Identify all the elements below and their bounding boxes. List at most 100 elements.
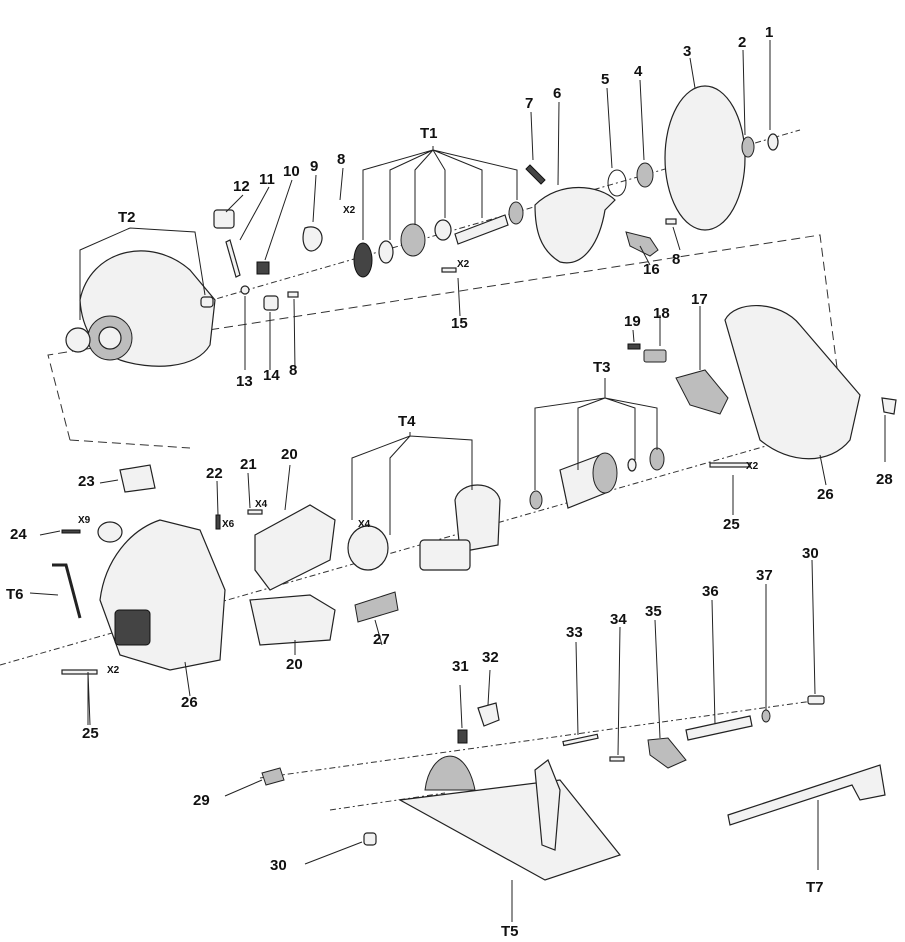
qty-part-24: X9 xyxy=(78,515,91,526)
part-10-shape xyxy=(256,261,270,275)
qty-part-8: X2 xyxy=(343,205,356,216)
label-part-33: 33 xyxy=(566,624,583,641)
label-part-18: 18 xyxy=(653,305,670,322)
part-25b-shape xyxy=(709,462,751,468)
motor-cover-20-upper xyxy=(254,504,336,591)
label-t2: T2 xyxy=(118,209,136,226)
label-part-37: 37 xyxy=(756,567,773,584)
part-23-shape xyxy=(119,464,156,493)
motor-cover-20-lower xyxy=(249,594,336,646)
label-part-16: 16 xyxy=(643,261,660,278)
label-part-32: 32 xyxy=(482,649,499,666)
label-part-13: 13 xyxy=(236,373,253,390)
label-t3: T3 xyxy=(593,359,611,376)
label-part-19: 19 xyxy=(624,313,641,330)
part-8b-shape xyxy=(665,218,677,225)
qty-part-25-right: X2 xyxy=(746,461,759,472)
label-part-25-right: 25 xyxy=(723,516,740,533)
bevel-bracket xyxy=(424,755,476,791)
part-13-shape xyxy=(240,285,250,295)
part-1-shape xyxy=(767,133,779,151)
label-part-1: 1 xyxy=(765,24,774,41)
label-part-20-top: 20 xyxy=(281,446,298,463)
label-t5: T5 xyxy=(501,923,519,940)
part-12b-shape xyxy=(200,296,214,308)
part-16-shape xyxy=(625,231,659,257)
hex-key-t6 xyxy=(52,563,82,619)
label-part-7: 7 xyxy=(525,95,534,112)
label-part-35: 35 xyxy=(645,603,662,620)
label-part-8-guard: 8 xyxy=(672,251,681,268)
part-18-shape xyxy=(643,349,667,363)
part-24-shape xyxy=(61,529,81,534)
part-31-shape xyxy=(457,729,468,744)
lower-axis xyxy=(259,699,821,779)
part-29-shape xyxy=(261,767,285,786)
leader-lines xyxy=(29,40,886,922)
label-part-30-right: 30 xyxy=(802,545,819,562)
part-30a-shape xyxy=(807,695,825,705)
label-part-30-left: 30 xyxy=(270,857,287,874)
housing-right-26 xyxy=(724,305,861,460)
depth-scale xyxy=(534,759,561,851)
label-t1: T1 xyxy=(420,125,438,142)
part-4-shape xyxy=(636,162,654,188)
label-part-10: 10 xyxy=(283,163,300,180)
label-part-20-bottom: 20 xyxy=(286,656,303,673)
label-part-9: 9 xyxy=(310,158,319,175)
qty-t4-screws: X4 xyxy=(358,519,371,530)
label-part-36: 36 xyxy=(702,583,719,600)
vent-grille xyxy=(114,609,151,646)
part-30b-shape xyxy=(363,832,377,846)
assembly-boundary xyxy=(47,234,846,449)
part-9-shape xyxy=(302,226,323,252)
label-part-6: 6 xyxy=(553,85,562,102)
part-12-shape xyxy=(213,209,235,229)
label-t4: T4 xyxy=(398,413,416,430)
part-35-shape xyxy=(647,737,687,769)
part-37-shape xyxy=(761,709,771,723)
part-7-shape xyxy=(525,164,546,185)
label-part-11: 11 xyxy=(259,171,275,188)
housing-left-26 xyxy=(99,519,226,671)
part-36-shape xyxy=(685,715,753,741)
part-28-shape xyxy=(881,397,897,415)
label-part-8-lower: 8 xyxy=(289,362,298,379)
part-33-shape xyxy=(562,733,599,747)
label-part-3: 3 xyxy=(683,43,692,60)
label-part-23: 23 xyxy=(78,473,95,490)
base-plate-t5 xyxy=(398,779,622,881)
part-11-shape xyxy=(225,239,241,278)
label-part-2: 2 xyxy=(738,34,747,51)
label-part-21: 21 xyxy=(240,456,257,473)
label-part-15: 15 xyxy=(451,315,468,332)
qty-part-21: X4 xyxy=(255,499,268,510)
part-27-shape xyxy=(354,591,399,623)
part-32-shape xyxy=(477,702,500,727)
part-6-shape xyxy=(534,186,616,264)
label-part-24: 24 xyxy=(10,526,27,543)
qty-part-25-left: X2 xyxy=(107,665,120,676)
stator-t4 xyxy=(347,484,501,571)
label-t7: T7 xyxy=(806,879,824,896)
part-8c-shape xyxy=(287,291,299,298)
label-part-25-left: 25 xyxy=(82,725,99,742)
part-3-shape xyxy=(664,85,746,231)
gear-train-t1 xyxy=(353,201,524,278)
rip-fence-t7 xyxy=(727,764,886,826)
label-part-28: 28 xyxy=(876,471,893,488)
part-15-shape xyxy=(441,267,457,273)
part-21-shape xyxy=(247,509,263,515)
lower-axis-2 xyxy=(329,792,446,811)
part-2-shape xyxy=(741,136,755,158)
label-part-29: 29 xyxy=(193,792,210,809)
part-22-shape xyxy=(215,514,221,530)
qty-part-15: X2 xyxy=(457,259,470,270)
label-part-5: 5 xyxy=(601,71,610,88)
part-25a-shape xyxy=(61,669,98,675)
label-part-8-top: 8 xyxy=(337,151,346,168)
part-19-shape xyxy=(627,343,641,350)
part-17-shape xyxy=(675,369,729,415)
label-part-4: 4 xyxy=(634,63,643,80)
